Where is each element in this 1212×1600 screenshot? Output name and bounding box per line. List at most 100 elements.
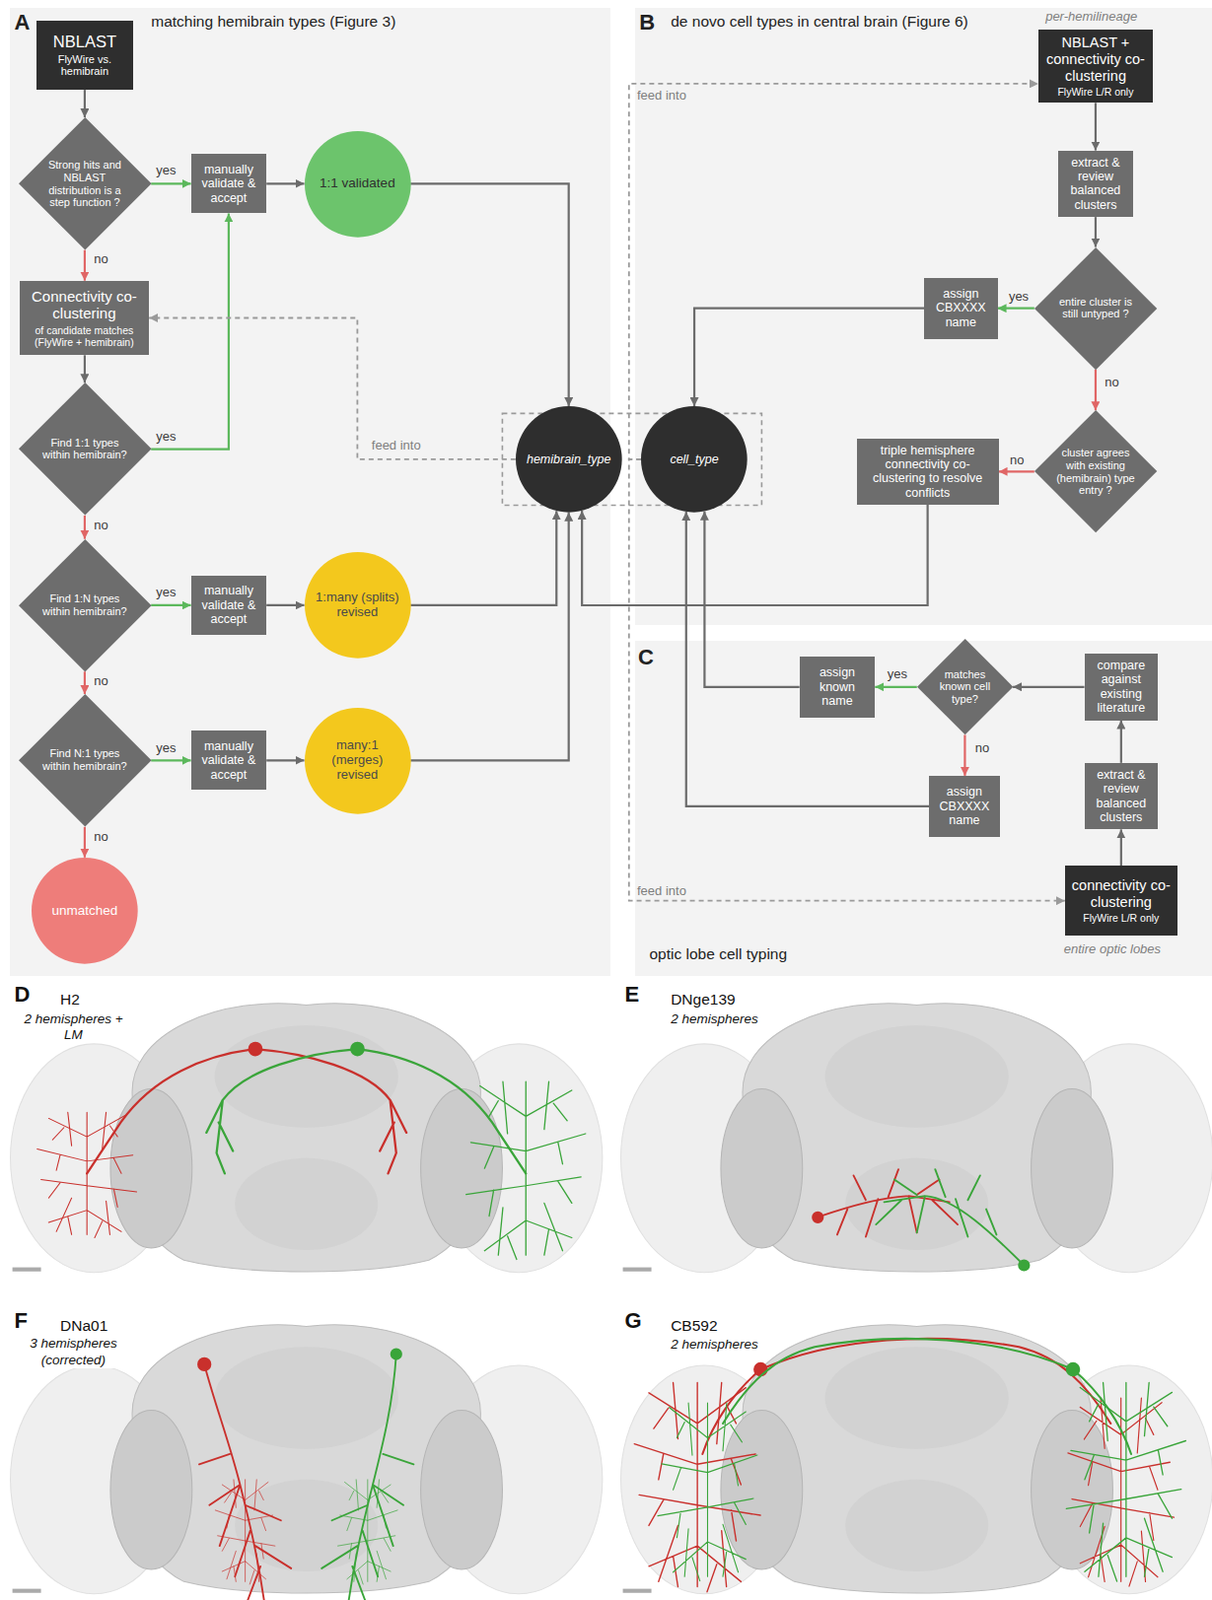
edge-label: no bbox=[1007, 453, 1026, 468]
diamond-shape bbox=[18, 694, 152, 828]
flow-arrow bbox=[963, 734, 966, 776]
circle-shape bbox=[304, 552, 412, 659]
source-box: connectivity co-clusteringFlyWire L/R on… bbox=[1065, 865, 1178, 936]
node-text: manually validate & accept bbox=[197, 739, 262, 783]
process-box: assign known name bbox=[799, 656, 876, 718]
edge-label: yes bbox=[1006, 289, 1031, 304]
panel-label: DNge139 bbox=[668, 991, 738, 1010]
edge-label: feed into bbox=[635, 88, 689, 103]
flow-arrow bbox=[266, 759, 304, 762]
flow-arrow bbox=[410, 183, 569, 407]
node-text: extract & review balanced clusters bbox=[1090, 768, 1153, 826]
soma bbox=[812, 1212, 823, 1223]
panel-title: de novo cell types in central brain (Fig… bbox=[670, 12, 969, 31]
edge-label: no bbox=[91, 830, 110, 845]
panel-label: DNa01 bbox=[58, 1317, 110, 1337]
brain bbox=[10, 1325, 603, 1595]
arbor-red bbox=[214, 1480, 276, 1585]
node-text: triple hemisphere connectivity co-cluste… bbox=[862, 443, 994, 501]
axon bbox=[86, 1049, 407, 1174]
flow-arrow bbox=[150, 759, 191, 762]
node-text: manually validate & accept bbox=[197, 583, 262, 627]
panel-title: matching hemibrain types (Figure 3) bbox=[150, 12, 396, 31]
node-text: unmatched bbox=[40, 903, 130, 920]
text-wrap: many:1 (merges) revised bbox=[312, 738, 402, 784]
node-text: NBLAST + connectivity co-clustering bbox=[1044, 34, 1147, 84]
diamond-shape bbox=[1034, 247, 1157, 370]
node-text: hemibrain_type bbox=[523, 452, 613, 467]
panel-letter: D bbox=[11, 982, 32, 1008]
feed-connector bbox=[148, 318, 516, 460]
neurite bbox=[321, 1354, 414, 1600]
text-wrap: entire cluster is still untyped ? bbox=[1052, 295, 1139, 321]
process-box: assign CBXXXX name bbox=[924, 278, 999, 340]
arbor-green bbox=[338, 1480, 399, 1585]
text-wrap: Find N:1 types within hemibrain? bbox=[38, 748, 132, 774]
outcome-circle: 1:1 validated bbox=[304, 131, 412, 238]
flow-arrow bbox=[83, 250, 86, 282]
outcome-circle: unmatched bbox=[31, 857, 139, 965]
node-text: Find N:1 types within hemibrain? bbox=[38, 748, 132, 774]
edge-label: no bbox=[1102, 375, 1121, 390]
flow-arrow bbox=[83, 515, 86, 540]
flow-arrow bbox=[1094, 102, 1097, 150]
neuron-red bbox=[702, 1339, 1111, 1455]
soma bbox=[351, 1043, 363, 1056]
node-text: many:1 (merges) revised bbox=[312, 738, 402, 784]
feed-connector bbox=[629, 83, 1039, 460]
circle-shape bbox=[31, 857, 139, 965]
decision-diamond: Find 1:1 types within hemibrain? bbox=[18, 382, 152, 516]
node-text: FlyWire L/R only bbox=[1082, 912, 1159, 925]
process-box: compare against existing literature bbox=[1084, 653, 1159, 721]
edge-label: no bbox=[91, 518, 110, 533]
decision-diamond: cluster agrees with existing (hemibrain)… bbox=[1034, 410, 1157, 533]
neuron-red bbox=[812, 1169, 958, 1237]
brain bbox=[10, 1003, 603, 1274]
neurite bbox=[819, 1169, 958, 1237]
flow-arrow bbox=[266, 604, 304, 607]
node-text: cell_type bbox=[649, 452, 739, 467]
diamond-shape bbox=[1034, 410, 1157, 533]
flow-arrow bbox=[1094, 216, 1097, 247]
edge-label: no bbox=[91, 674, 110, 689]
node-text: 1:1 validated bbox=[312, 176, 402, 193]
neurite bbox=[702, 1339, 1111, 1455]
flow-arrow bbox=[1012, 686, 1084, 689]
text-wrap: unmatched bbox=[40, 903, 130, 920]
diamond-shape bbox=[917, 639, 1013, 735]
panel-d bbox=[10, 1003, 603, 1274]
flow-arrow bbox=[1120, 720, 1123, 764]
process-box: manually validate & accept bbox=[191, 575, 268, 636]
diamond-shape bbox=[18, 539, 152, 673]
flow-arrow bbox=[150, 182, 191, 185]
flow-arrow bbox=[998, 470, 1035, 473]
panel-title: optic lobe cell typing bbox=[648, 945, 787, 964]
process-box: assign CBXXXX name bbox=[928, 776, 999, 838]
arbor-red bbox=[37, 1112, 138, 1238]
arbor-green bbox=[1066, 1383, 1186, 1583]
decision-diamond: matches known cell type? bbox=[917, 639, 1013, 735]
soma bbox=[754, 1363, 767, 1376]
flow-arrow bbox=[83, 89, 86, 118]
decision-diamond: Find 1:N types within hemibrain? bbox=[18, 539, 152, 673]
circle-shape bbox=[641, 406, 748, 513]
diamond-shape bbox=[18, 382, 152, 516]
circle-shape bbox=[304, 708, 412, 815]
edge-label: yes bbox=[885, 667, 910, 682]
panel-letter: E bbox=[623, 982, 642, 1008]
brain bbox=[621, 1325, 1212, 1595]
flow-arrow bbox=[83, 827, 86, 858]
axon bbox=[206, 1049, 526, 1174]
edge-label: yes bbox=[153, 163, 178, 178]
decision-diamond: Find N:1 types within hemibrain? bbox=[18, 694, 152, 828]
process-box: triple hemisphere connectivity co-cluste… bbox=[856, 438, 999, 506]
edge-label: feed into bbox=[369, 438, 424, 453]
node-text: Strong hits and NBLAST distribution is a… bbox=[38, 158, 132, 210]
panel-label: 3 hemispheres (corrected) bbox=[20, 1336, 128, 1368]
flow-arrow bbox=[150, 604, 191, 607]
brain bbox=[621, 1003, 1212, 1274]
edge-label: yes bbox=[153, 585, 178, 600]
arbor-green bbox=[657, 1403, 758, 1581]
panel-letter: A bbox=[13, 9, 30, 35]
